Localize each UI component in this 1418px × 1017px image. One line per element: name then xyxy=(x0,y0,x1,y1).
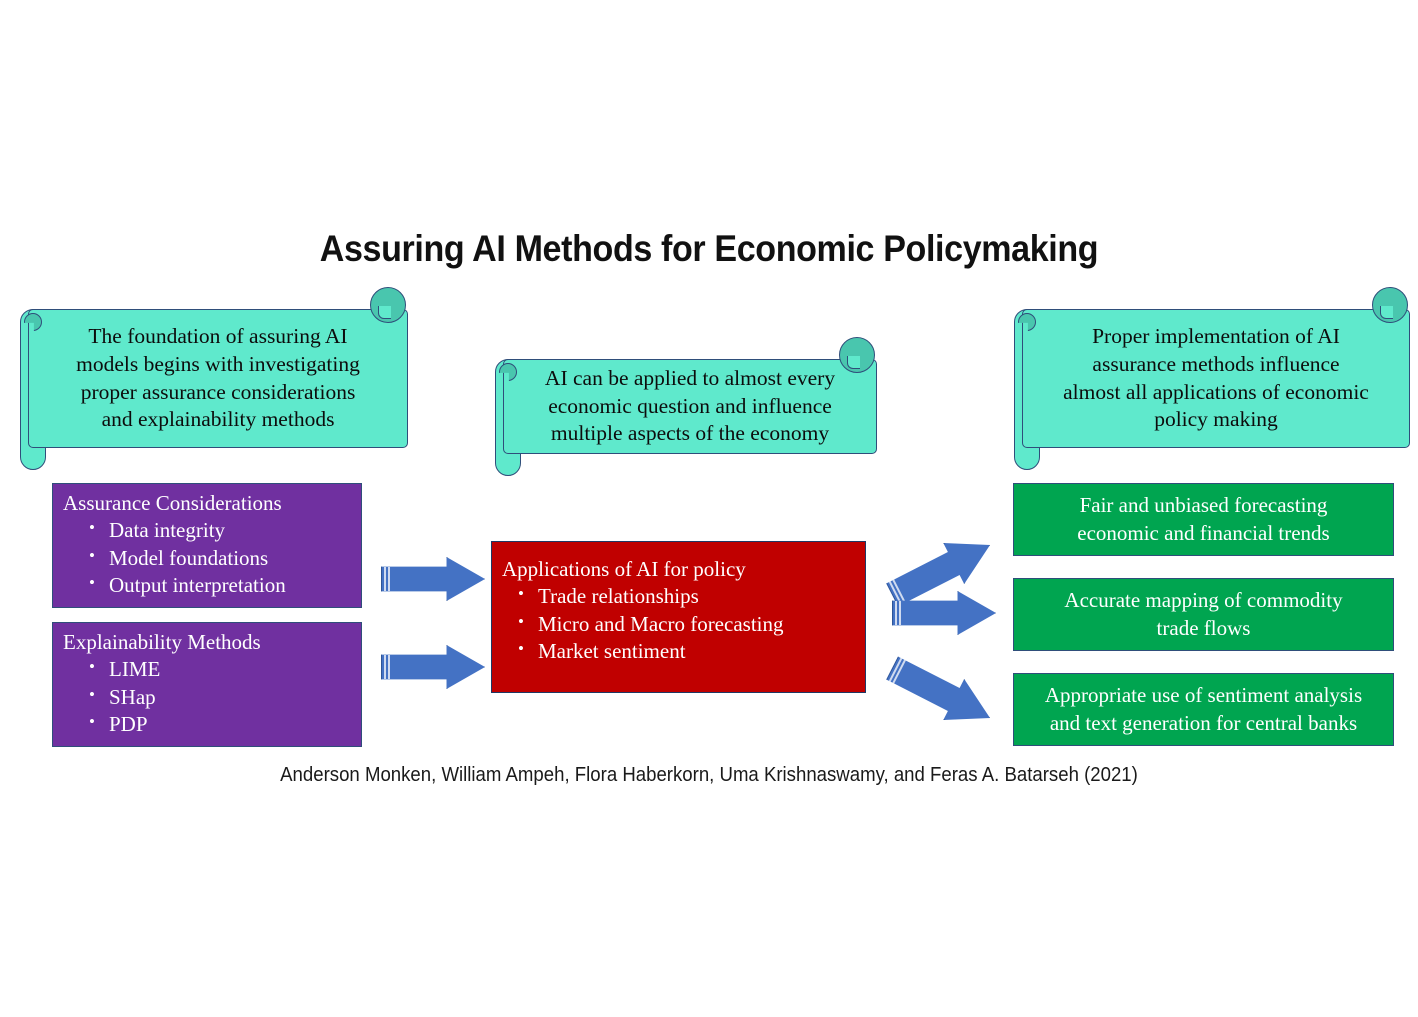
list-item: Output interpretation xyxy=(89,572,351,599)
outcome-sentiment-analysis-box: Appropriate use of sentiment analysis an… xyxy=(1013,673,1394,746)
list-item: Data integrity xyxy=(89,517,351,544)
outcome-commodity-mapping-text: Accurate mapping of commodity trade flow… xyxy=(1064,588,1343,640)
scroll-right-curl-notch-icon xyxy=(1380,306,1393,319)
explainability-methods-heading: Explainability Methods xyxy=(63,630,261,654)
scroll-sheet: AI can be applied to almost every econom… xyxy=(503,359,877,454)
scroll-right-curl-notch-icon xyxy=(378,306,391,319)
scroll-right-curl-icon xyxy=(370,287,406,323)
applications-of-ai-heading: Applications of AI for policy xyxy=(502,557,746,581)
explainability-methods-list: LIME SHap PDP xyxy=(63,656,351,738)
assurance-considerations-heading: Assurance Considerations xyxy=(63,491,282,515)
arrow-right-icon xyxy=(381,557,485,601)
list-item: Market sentiment xyxy=(518,638,855,665)
arrow-edge-stripe xyxy=(895,600,897,626)
applications-of-ai-box: Applications of AI for policy Trade rela… xyxy=(491,541,866,693)
outcome-fair-forecasting-box: Fair and unbiased forecasting economic a… xyxy=(1013,483,1394,556)
explainability-methods-body: Explainability Methods LIME SHap PDP xyxy=(53,623,361,746)
scroll-applications: AI can be applied to almost every econom… xyxy=(481,337,877,476)
list-item: LIME xyxy=(89,656,351,683)
arrow-edge-stripe xyxy=(899,600,901,626)
arrow-applications-to-sentiment xyxy=(882,648,1001,739)
scroll-right-curl-icon xyxy=(1372,287,1408,323)
scroll-assurance: The foundation of assuring AI models beg… xyxy=(6,287,408,470)
arrow-right-icon xyxy=(381,645,485,689)
scroll-sheet: The foundation of assuring AI models beg… xyxy=(28,309,408,448)
arrow-assurance-to-applications xyxy=(381,557,485,601)
scroll-outcomes: Proper implementation of AI assurance me… xyxy=(1000,287,1410,470)
arrow-edge-stripe xyxy=(384,566,386,592)
scroll-right-curl-notch-icon xyxy=(847,356,860,369)
scroll-assurance-text: The foundation of assuring AI models beg… xyxy=(76,324,360,432)
assurance-considerations-box: Assurance Considerations Data integrity … xyxy=(52,483,362,608)
scroll-right-curl-icon xyxy=(839,337,875,373)
outcome-sentiment-analysis-text: Appropriate use of sentiment analysis an… xyxy=(1044,683,1363,735)
arrow-edge-stripe xyxy=(388,566,390,592)
outcome-fair-forecasting-text: Fair and unbiased forecasting economic a… xyxy=(1077,493,1330,545)
outcome-commodity-mapping-box: Accurate mapping of commodity trade flow… xyxy=(1013,578,1394,651)
list-item: SHap xyxy=(89,684,351,711)
assurance-considerations-list: Data integrity Model foundations Output … xyxy=(63,517,351,599)
scroll-outcomes-text: Proper implementation of AI assurance me… xyxy=(1063,324,1369,432)
list-item: Trade relationships xyxy=(518,583,855,610)
page-title: Assuring AI Methods for Economic Policym… xyxy=(319,228,1099,269)
explainability-methods-box: Explainability Methods LIME SHap PDP xyxy=(52,622,362,747)
list-item: PDP xyxy=(89,711,351,738)
citation: Anderson Monken, William Ampeh, Flora Ha… xyxy=(280,764,1138,786)
arrow-applications-to-commodity xyxy=(892,591,996,635)
assurance-considerations-body: Assurance Considerations Data integrity … xyxy=(53,484,361,607)
applications-of-ai-list: Trade relationships Micro and Macro fore… xyxy=(502,583,855,665)
applications-of-ai-body: Applications of AI for policy Trade rela… xyxy=(492,542,865,692)
list-item: Micro and Macro forecasting xyxy=(518,611,855,638)
arrow-explainability-to-applications xyxy=(381,645,485,689)
arrow-edge-stripe xyxy=(384,654,386,680)
scroll-sheet: Proper implementation of AI assurance me… xyxy=(1022,309,1410,448)
scroll-applications-text: AI can be applied to almost every econom… xyxy=(544,366,836,446)
arrow-right-icon xyxy=(892,591,996,635)
arrow-edge-stripe xyxy=(388,654,390,680)
list-item: Model foundations xyxy=(89,545,351,572)
